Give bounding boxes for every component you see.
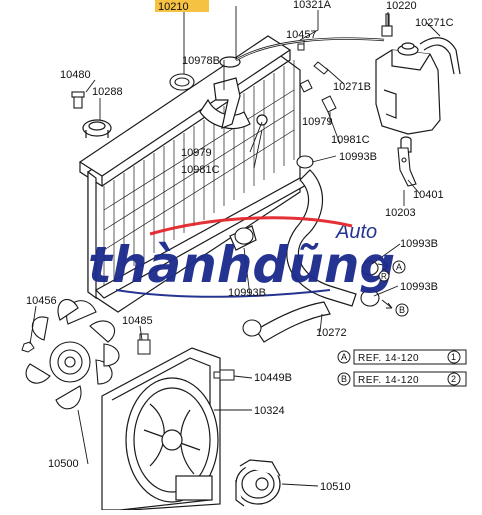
part-label-10993b-right: 10993B [400,281,438,293]
part-label-10500: 10500 [48,458,79,470]
part-label-10993b-left: 10993B [228,287,266,299]
fan-nut [21,341,35,353]
svg-text:A: A [341,352,347,362]
connection-arrows [377,261,393,309]
fan-motor [235,459,281,507]
part-label-10993b-mid: 10993B [400,238,438,250]
reference-row-b: B REF. 14-120 2 [337,371,467,387]
watermark: thànhdũng Auto [88,216,395,298]
reference-row-a: A REF. 14-120 1 [337,349,467,365]
marker-a: A [396,262,402,272]
connection-markers: A R B [378,260,409,317]
part-label-10210: 10210 [158,1,189,13]
part-label-10271c: 10271C [415,17,454,29]
part-label-10510: 10510 [320,481,351,493]
watermark-swoosh [149,216,353,236]
reference-text-a: REF. 14-120 [358,353,419,364]
part-label-10480: 10480 [60,69,91,81]
part-labels: 10210 10321A 10220 10457 10271C 10978B 1… [26,0,454,493]
highlight-box [155,0,209,12]
drain-plug [71,91,85,109]
radiator-cap [82,119,112,138]
reserve-tank [375,42,441,153]
part-label-10456: 10456 [26,295,57,307]
reserve-tank-cap [381,13,393,37]
part-label-10993b-top: 10993B [339,151,377,163]
reference-text-b: REF. 14-120 [358,375,419,386]
marker-r: R [381,272,387,281]
svg-text:B: B [341,374,347,384]
part-label-10203: 10203 [385,207,416,219]
part-label-10485: 10485 [122,315,153,327]
hose-clamp-top [169,73,195,91]
part-label-10979-left: 10979 [181,147,212,159]
fan-shroud [101,347,221,511]
tank-bracket [397,147,417,187]
part-label-10220: 10220 [386,0,417,12]
part-label-10449b: 10449B [254,372,292,384]
shroud-bolts [137,333,235,381]
tank-hose-10271c [419,37,461,75]
hose-clamps-lower [234,155,380,337]
fan [25,298,120,410]
part-label-10457: 10457 [286,29,317,41]
fitting-10979 [321,95,337,113]
marker-b: B [399,305,405,315]
part-label-10981c-right: 10981C [331,134,370,146]
reference-list: A REF. 14-120 1 B REF. 14-120 2 [337,349,467,387]
part-label-10981c-left: 10981C [181,164,220,176]
part-label-10401: 10401 [413,189,444,201]
svg-text:2: 2 [451,374,456,384]
svg-text:1: 1 [451,352,456,362]
watermark-brand: thànhdũng [88,236,395,294]
part-label-10978b: 10978B [182,55,220,67]
upper-hose [213,77,268,129]
part-label-10324: 10324 [254,405,285,417]
watermark-tag: Auto [335,221,377,243]
leader-lines [29,6,441,487]
part-label-10321a: 10321A [293,0,332,11]
part-label-10288: 10288 [92,86,123,98]
part-label-10979-right: 10979 [302,116,333,128]
tube-clamps [297,43,329,93]
part-label-10272: 10272 [316,327,347,339]
part-label-10271b: 10271B [333,81,371,93]
